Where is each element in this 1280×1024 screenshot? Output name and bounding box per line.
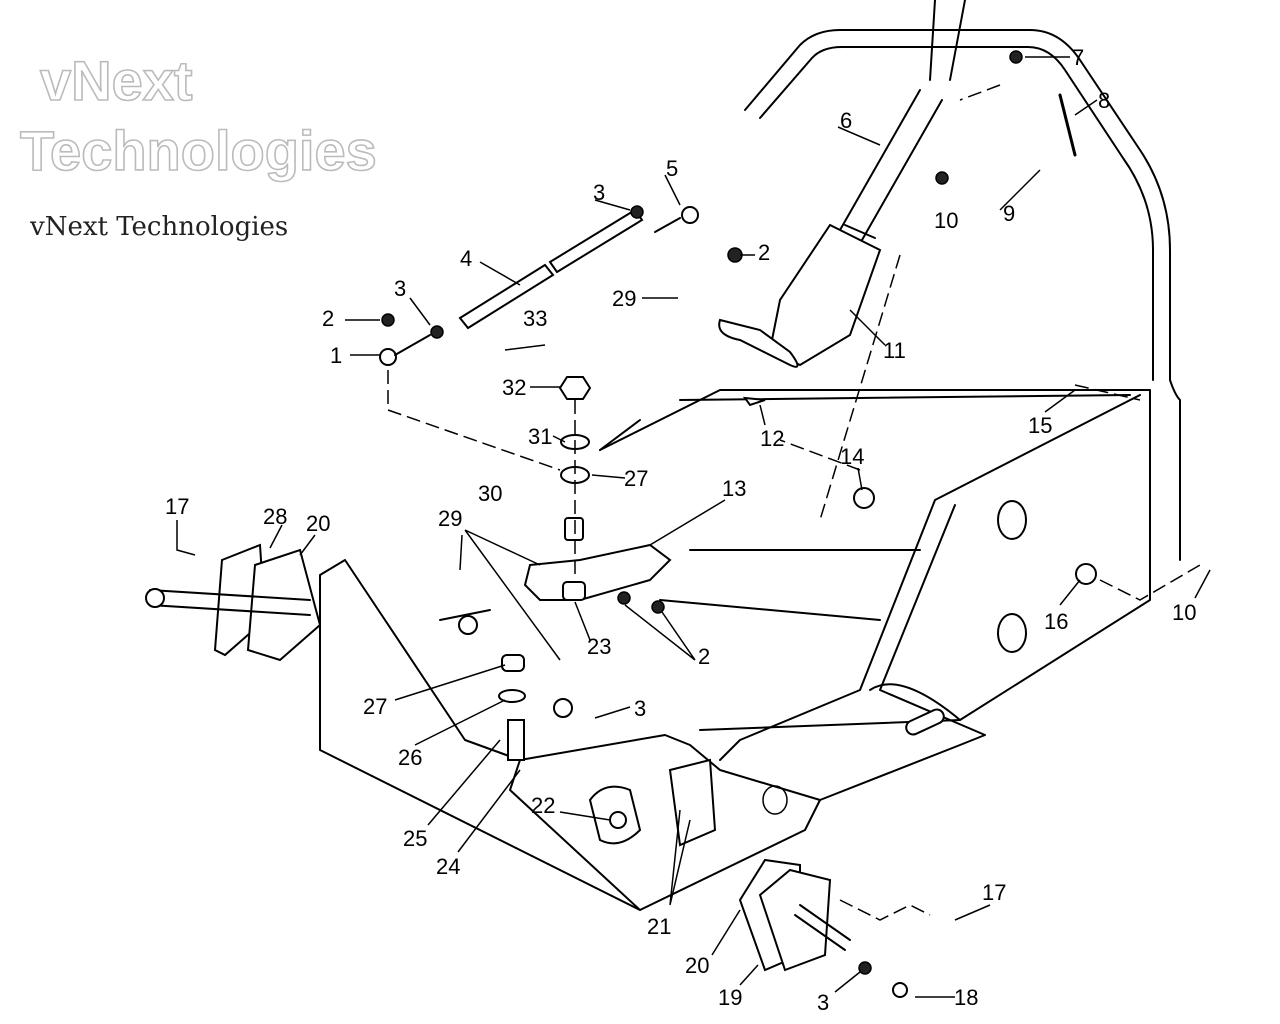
callout: 32 [502,375,526,400]
callout: 11 [883,338,906,363]
callout: 3 [817,990,829,1015]
handlebar [744,0,1181,561]
right-gaskets [738,858,851,972]
watermark: vNext Technologies vNext Technologies [19,48,377,242]
callout: 10 [1172,600,1196,625]
callout: 33 [523,306,547,331]
callout: 24 [436,854,460,879]
callout: 10 [934,208,958,233]
callout: 22 [531,793,555,818]
lower-plate [319,559,821,911]
callout: 3 [634,696,646,721]
callout: 23 [587,634,611,659]
callout: 5 [666,156,678,181]
callout: 4 [460,246,472,271]
frame [599,389,1151,801]
callout: 16 [1044,609,1068,634]
callout: 3 [593,180,605,205]
callout: 2 [758,240,770,265]
callout: 21 [647,914,671,939]
callout: 12 [760,426,784,451]
callout: 20 [306,511,330,536]
callout: 17 [982,880,1006,905]
alignment-lines [387,84,1201,921]
callout: 29 [438,506,462,531]
watermark-outline-2: Technologies [20,119,377,182]
callout: 2 [322,306,334,331]
callout: 30 [478,481,502,506]
callout: 15 [1028,413,1052,438]
watermark-serif: vNext Technologies [29,212,288,242]
callout: 13 [722,476,746,501]
callouts: 7 8 6 9 10 5 3 4 2 29 2 3 33 1 11 32 12 … [165,45,1196,1015]
callout: 1 [330,343,342,368]
callout: 2 [698,644,710,669]
callout: 20 [685,953,709,978]
left-gaskets [145,543,322,662]
tie-rod [379,206,699,366]
callout: 27 [363,694,387,719]
callout: 7 [1072,45,1084,70]
callout: 3 [394,276,406,301]
callout: 17 [165,494,189,519]
hardware [381,50,1097,998]
callout: 14 [840,444,864,469]
callout: 6 [840,108,852,133]
steering-column [718,89,943,368]
callout: 19 [718,985,742,1010]
watermark-outline-1: vNext [40,49,193,112]
callout: 26 [398,745,422,770]
callout: 9 [1003,201,1015,226]
callout: 18 [954,985,978,1010]
callout: 31 [528,424,552,449]
leader-lines [176,56,1211,998]
callout: 8 [1098,88,1110,113]
callout: 27 [624,466,648,491]
callout: 25 [403,826,427,851]
callout: 29 [612,286,636,311]
callout: 28 [263,504,287,529]
